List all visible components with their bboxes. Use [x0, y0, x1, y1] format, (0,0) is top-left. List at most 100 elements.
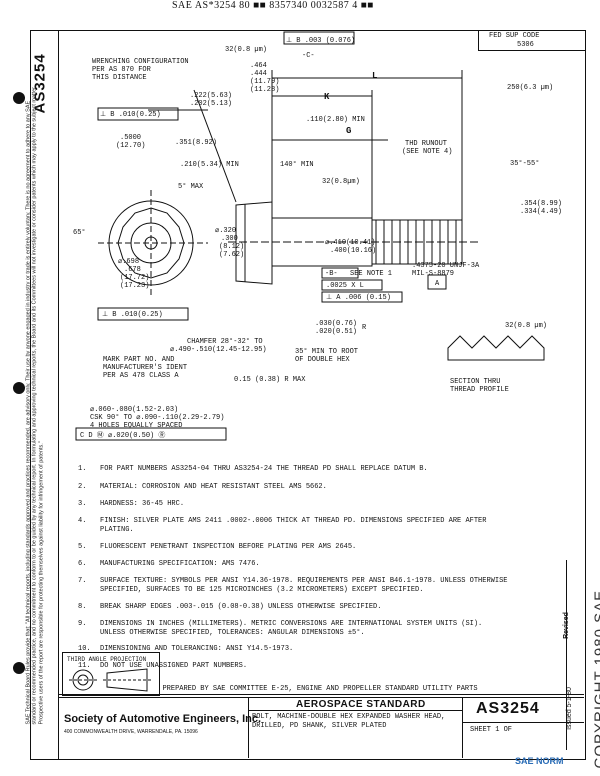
title-block-rule	[248, 710, 462, 711]
drawing-dim: (17.23)	[120, 282, 150, 290]
note-item: 7.SURFACE TEXTURE: SYMBOLS PER ANSI Y14.…	[78, 577, 508, 594]
note-item: 8.BREAK SHARP EDGES .003-.015 (0.08-0.38…	[78, 603, 382, 611]
drawing-dim: R	[362, 324, 367, 332]
note-item: 11.DO NOT USE UNASSIGNED PART NUMBERS.	[78, 662, 248, 670]
drawing-dim: .300	[221, 235, 238, 243]
datum-a: A	[435, 280, 440, 288]
note-item: 5.FLUORESCENT PENETRANT INSPECTION BEFOR…	[78, 543, 357, 551]
drawing-note: 35° MIN TO ROOT	[295, 348, 359, 356]
drawing-note: ⌀.490-.510(12.45-12.95)	[170, 346, 267, 354]
drawing-dim: .020(0.51)	[315, 328, 358, 336]
dim-letter-g: G	[346, 126, 352, 136]
drawing-note: MIL-S-8879	[412, 270, 455, 278]
title-block-rule	[462, 722, 584, 723]
drawing-dim: -C-	[302, 52, 315, 60]
drawing-dim: .210(5.34) MIN	[180, 161, 239, 169]
sheet-number: SHEET 1 OF	[470, 726, 513, 734]
drawing-dim: 250(6.3 µm)	[507, 84, 554, 92]
note-item: 6.MANUFACTURING SPECIFICATION: AMS 7476.	[78, 560, 260, 568]
drawing-note: OF DOUBLE HEX	[295, 356, 350, 364]
drawing-dim: .351(8.92)	[175, 139, 218, 147]
punch-hole	[13, 92, 25, 104]
drawing-dim: -B-	[325, 270, 338, 278]
punch-hole	[13, 382, 25, 394]
drawing-dim: .030(0.76)	[315, 320, 358, 328]
title-block-divider	[248, 697, 249, 758]
drawing-dim: .0025 X L	[326, 282, 364, 290]
note-item: 1.FOR PART NUMBERS AS3254-04 THRU AS3254…	[78, 465, 428, 473]
drawing-note: ⌀.060-.080(1.52-2.03)	[90, 406, 179, 414]
sae-disclaimer: SAE Technical Board Rules provide that: …	[25, 85, 45, 725]
fed-sup-code-box: FED SUP CODE 5306	[478, 30, 586, 51]
drawing-note: THIS DISTANCE	[92, 74, 147, 82]
drawing-note: SECTION THRU	[450, 378, 501, 386]
left-margin-strip	[30, 30, 59, 760]
projection-symbol-icon	[69, 668, 153, 692]
prepared-by: PREPARED BY SAE COMMITTEE E-25, ENGINE A…	[162, 685, 478, 693]
drawing-note: PER AS 870 FOR	[92, 66, 151, 74]
drawing-dim: .202(5.13)	[190, 100, 233, 108]
part-title-line2: DRILLED, PD SHANK, SILVER PLATED	[252, 722, 387, 730]
drawing-dim: ⊥ B .010(0.25)	[102, 311, 163, 319]
title-block-divider	[462, 697, 463, 758]
drawing-dim: .5000	[120, 134, 142, 142]
header-code-line: SAE AS*3254 80 ■■ 8357340 0032587 4 ■■	[172, 0, 374, 11]
drawing-dim: (17.72)	[120, 274, 150, 282]
drawing-note: MANUFACTURER'S IDENT	[103, 364, 188, 372]
revision-divider	[566, 560, 567, 750]
note-item: 10.DIMENSIONING AND TOLERANCING: ANSI Y1…	[78, 645, 294, 653]
drawing-dim: ⊥ B .003 (0.076)	[286, 37, 356, 45]
document-number: AS3254	[476, 700, 540, 717]
drawing-dim: ⊥ B .010(0.25)	[100, 111, 161, 119]
drawing-note: THD RUNOUT	[405, 140, 448, 148]
fed-sup-code-label: FED SUP CODE	[489, 32, 540, 40]
double-hex-outline	[117, 207, 185, 279]
drawing-dim: .400(10.16)	[330, 247, 377, 255]
drawing-note: 4 HOLES EQUALLY SPACED	[90, 422, 183, 430]
drawing-dim: 35°-55°	[510, 160, 540, 168]
drawing-dim: (11.79)	[250, 78, 280, 86]
sheet-frame	[58, 30, 586, 760]
third-angle-label: THIRD ANGLE PROJECTION	[67, 656, 147, 663]
title-block-rule	[58, 694, 584, 695]
drawing-dim: ⌀.410(10.41)	[325, 239, 376, 247]
drawing-dim: 65°	[73, 229, 86, 237]
drawing-dim: .464	[250, 62, 267, 70]
drawing-dim: ⌀.698	[118, 258, 140, 266]
standard-category: AEROSPACE STANDARD	[296, 699, 426, 710]
part-title-line1: BOLT, MACHINE-DOUBLE HEX EXPANDED WASHER…	[252, 713, 446, 721]
drawing-note: SEE NOTE 1	[350, 270, 393, 278]
drawing-dim: (8.12)	[219, 243, 245, 251]
drawing-dim: 0.15 (0.38) R MAX	[234, 376, 306, 384]
drawing-note: WRENCHING CONFIGURATION	[92, 58, 189, 66]
drawing-dim: (7.62)	[219, 251, 245, 259]
copyright-notice: COPYRIGHT 1980 SAE	[591, 589, 600, 769]
drawing-dim: 140° MIN	[280, 161, 314, 169]
fed-sup-code-value: 5306	[517, 41, 534, 49]
revised-label: Revised	[562, 612, 570, 639]
drawing-dim: .110(2.80) MIN	[306, 116, 365, 124]
note-item: 3.HARDNESS: 36-45 HRC.	[78, 500, 185, 508]
drawing-dim: 32(0.8 µm)	[505, 322, 548, 330]
drawing-note: THREAD PROFILE	[450, 386, 509, 394]
drawing-note: PER AS 478 CLASS A	[103, 372, 179, 380]
drawing-dim: .678	[124, 266, 141, 274]
note-item: 9.DIMENSIONS IN INCHES (MILLIMETERS). ME…	[78, 620, 483, 637]
note-item: 4.FINISH: SILVER PLATE AMS 2411 .0002-.0…	[78, 517, 487, 534]
drawing-dim: ⊥ A .006 (0.15)	[326, 294, 391, 302]
drawing-note: CSK 90° TO ⌀.090-.110(2.29-2.79)	[90, 414, 225, 422]
drawing-dim: 32(0.8µm)	[322, 178, 360, 186]
punch-hole	[13, 662, 25, 674]
drawing-dim: (12.70)	[116, 142, 146, 150]
drawing-note: .4375-20 UNJF-3A	[412, 262, 480, 270]
note-item: 2.MATERIAL: CORROSION AND HEAT RESISTANT…	[78, 483, 327, 491]
third-angle-projection-box: THIRD ANGLE PROJECTION	[62, 652, 160, 696]
drawing-dim: (11.28)	[250, 86, 280, 94]
drawing-note: CHAMFER 28°-32° TO	[187, 338, 263, 346]
society-address: 400 COMMONWEALTH DRIVE, WARRENDALE, PA. …	[64, 729, 198, 735]
drawing-dim: 32(0.8 µm)	[225, 46, 268, 54]
drawing-note: MARK PART NO. AND	[103, 356, 175, 364]
drawing-dim: .222(5.63)	[190, 92, 233, 100]
dim-letter-k: K	[324, 92, 330, 102]
thread-profile-section	[447, 335, 545, 361]
